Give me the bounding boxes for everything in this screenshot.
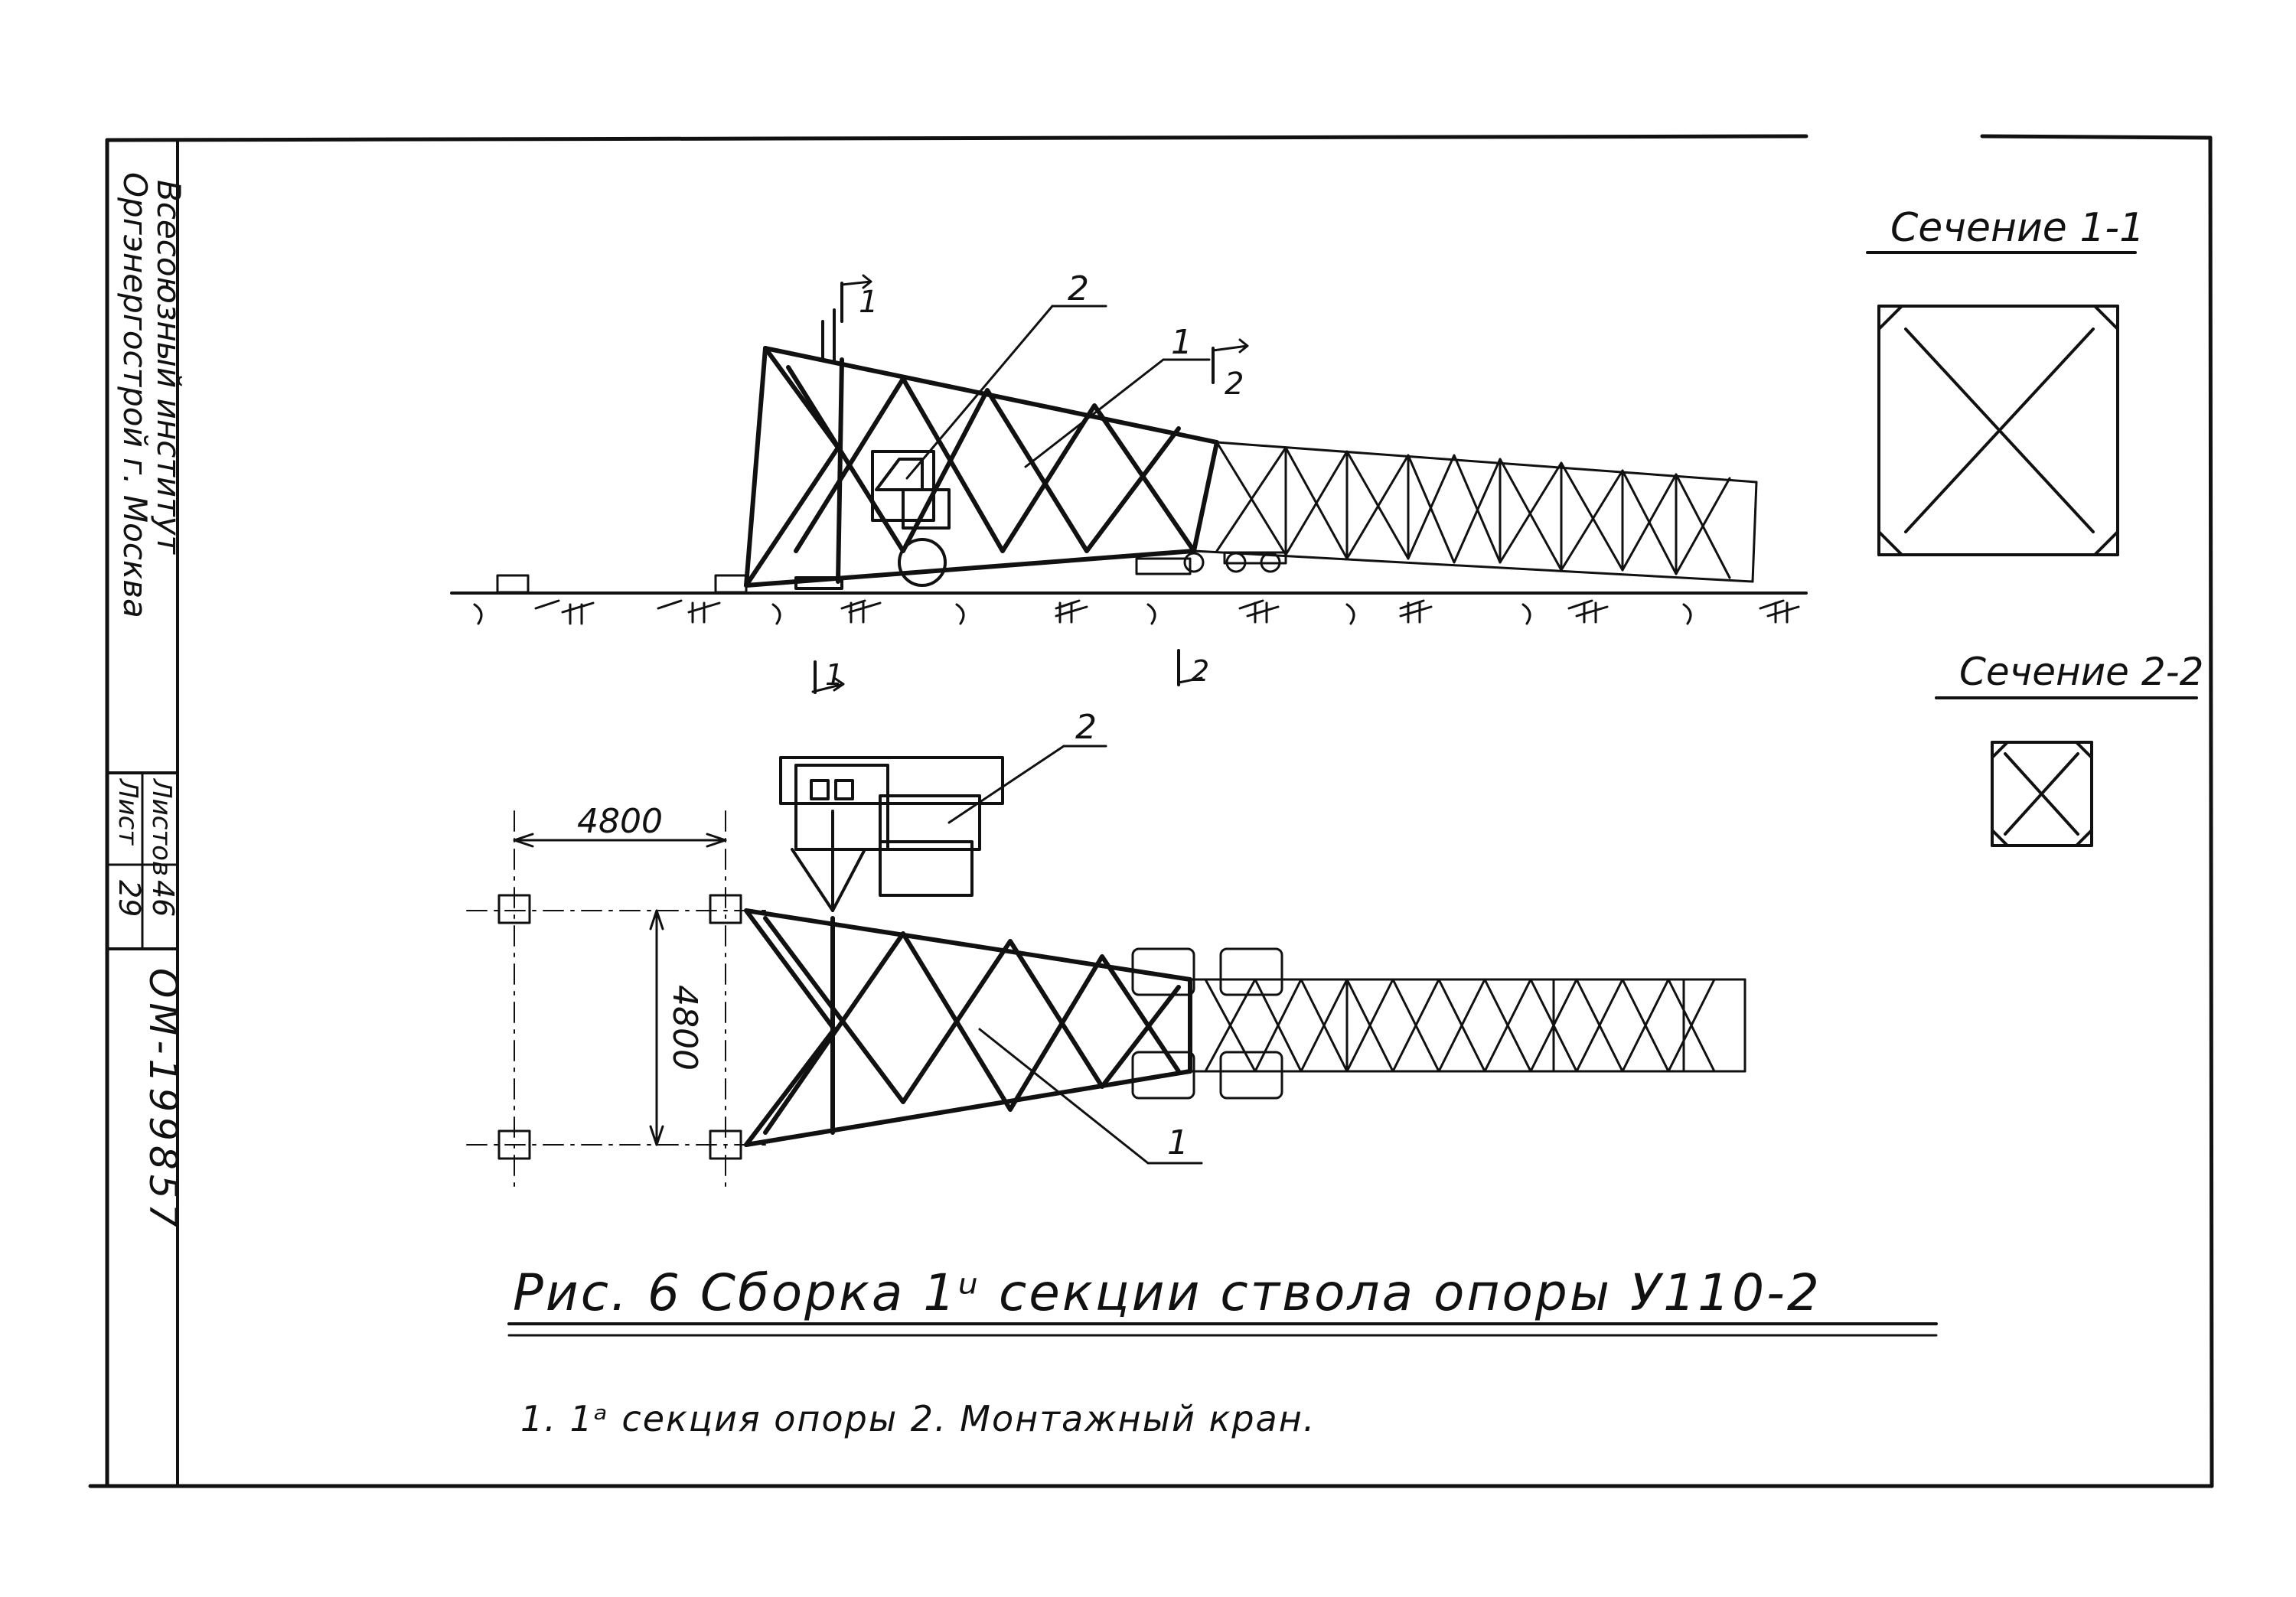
section-2-2-title: Сечение 2-2 xyxy=(1959,650,2203,694)
dimension-horizontal: 4800 xyxy=(513,802,727,848)
section-1-1: Сечение 1-1 xyxy=(1866,205,2144,556)
truss-section-2-elevation xyxy=(1192,441,1758,583)
connector-plates xyxy=(1131,947,1283,1100)
sheet-label: Лист xyxy=(113,777,143,846)
cut-1-top-label: 1 xyxy=(859,285,878,320)
elevation-view: 1 1 2 2 1 2 xyxy=(450,269,1808,694)
figure-title: Рис. 6 Сборка 1ᵘ секции ствола опоры У11… xyxy=(513,1263,1821,1322)
crane-elevation xyxy=(794,308,951,590)
plan-callout-1-label: 1 xyxy=(1167,1123,1189,1162)
elevation-callout-2-label: 2 xyxy=(1068,269,1089,308)
footing-block xyxy=(496,574,530,594)
plan-callout-2-label: 2 xyxy=(1075,708,1097,747)
institute-line-1: Всесоюзный институт xyxy=(150,180,188,555)
dimension-vertical-label: 4800 xyxy=(665,985,704,1071)
section-1-1-title: Сечение 1-1 xyxy=(1890,205,2144,251)
plan-callout-1: 1 xyxy=(978,1028,1203,1165)
document-number: ОМ-199857 xyxy=(141,968,185,1232)
plan-view: 4800 4800 xyxy=(466,708,1746,1187)
axis-lines xyxy=(466,810,766,1187)
elevation-callout-1-label: 1 xyxy=(1171,323,1192,362)
truss-section-2-plan xyxy=(1189,978,1746,1073)
sheets-value: 46 xyxy=(146,880,180,917)
section-2-2: Сечение 2-2 xyxy=(1935,650,2203,847)
plan-callout-2: 2 xyxy=(947,708,1107,824)
section-2-2-frame xyxy=(1991,741,2093,847)
ground-hatching xyxy=(473,599,1800,625)
elevation-callout-2: 2 xyxy=(905,269,1107,480)
elevation-callout-1: 1 xyxy=(1024,323,1211,468)
section-cut-marker-2-2: 2 2 xyxy=(1177,338,1249,688)
section-cut-marker-1-1: 1 1 xyxy=(811,274,878,694)
title-stamp: Всесоюзный институт Оргэнергострой г. Мо… xyxy=(106,172,188,1232)
crane-plan xyxy=(779,756,1004,912)
truss-section-1-plan xyxy=(744,908,1192,1147)
roller-supports xyxy=(1135,551,1287,575)
footing-block xyxy=(714,574,748,594)
figure-legend: 1. 1ᵃ секция опоры 2. Монтажный кран. xyxy=(520,1398,1316,1439)
cut-2-top-label: 2 xyxy=(1225,367,1244,402)
drawing-frame xyxy=(88,134,2214,1488)
cut-1-bottom-label: 1 xyxy=(825,658,843,692)
sheet-value: 29 xyxy=(113,880,146,917)
dimension-vertical: 4800 xyxy=(649,909,704,1146)
cut-2-bottom-label: 2 xyxy=(1191,654,1209,688)
figure-caption: Рис. 6 Сборка 1ᵘ секции ствола опоры У11… xyxy=(507,1263,1938,1439)
institute-line-2: Оргэнергострой г. Москва xyxy=(116,172,154,618)
truss-section-1-elevation xyxy=(744,346,1219,588)
sheets-label: Листов xyxy=(146,777,177,876)
section-1-1-frame xyxy=(1877,305,2119,556)
dimension-horizontal-label: 4800 xyxy=(577,802,663,841)
